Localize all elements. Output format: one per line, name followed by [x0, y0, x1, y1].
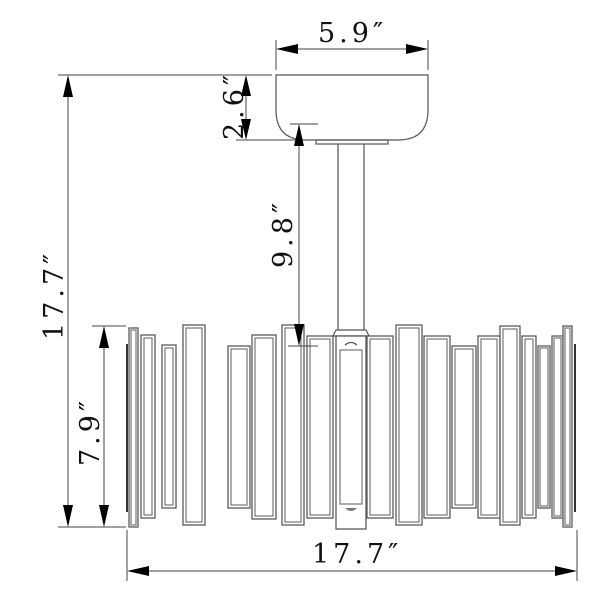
shade-panel — [551, 335, 564, 519]
shade-panels — [128, 324, 573, 528]
shade-panel — [140, 334, 156, 519]
dimension-canopy-width: 5.9″ — [275, 18, 429, 70]
dimension-overall-height: 17.7″ — [39, 74, 272, 528]
shade-panel — [521, 335, 537, 519]
shade-panel — [161, 344, 177, 509]
dimension-shade-height: 7.9″ — [75, 325, 126, 527]
shade-panel — [281, 324, 305, 526]
shade-panel — [227, 345, 251, 509]
canopy-height-label: 2.6″ — [219, 71, 250, 140]
shade-panel — [562, 325, 573, 528]
canopy — [275, 74, 429, 145]
rod-length-label: 9.8″ — [268, 199, 299, 268]
shade-panel — [537, 345, 551, 509]
overall-height-label: 17.7″ — [39, 250, 70, 340]
shade-panel — [251, 334, 277, 520]
dimension-canopy-height: 2.6″ — [219, 71, 296, 141]
center-socket-column — [335, 335, 367, 530]
shade-panel — [499, 325, 521, 526]
shade-panel — [182, 324, 206, 526]
shade-panel — [128, 327, 139, 528]
canopy-width-label: 5.9″ — [318, 18, 387, 49]
shade-height-label: 7.9″ — [75, 397, 106, 466]
shade-panel — [395, 324, 423, 526]
shade-panel — [477, 335, 501, 519]
dimension-rod-length: 9.8″ — [268, 123, 318, 347]
shade-panel — [451, 345, 477, 509]
shade-panel — [306, 335, 334, 519]
rod — [332, 144, 370, 337]
dimension-overall-width: 17.7″ — [126, 530, 578, 581]
shade-panel — [423, 335, 451, 519]
shade-panel — [366, 335, 394, 519]
overall-width-label: 17.7″ — [312, 539, 402, 570]
